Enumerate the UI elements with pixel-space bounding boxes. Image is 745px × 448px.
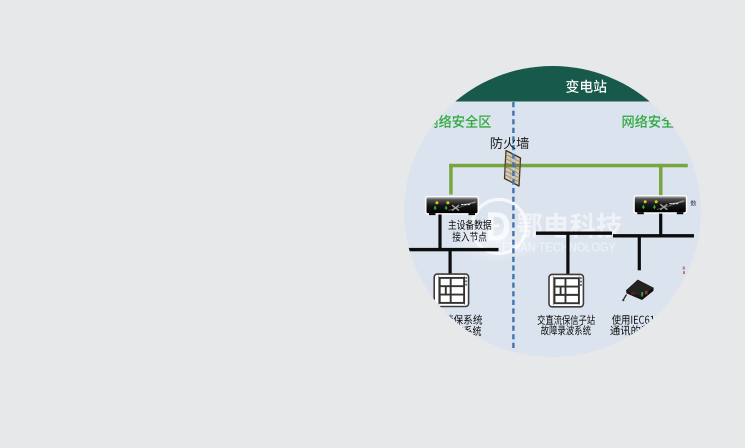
svg-text:EDIAN TECHNOLOGY: EDIAN TECHNOLOGY [502,241,617,255]
